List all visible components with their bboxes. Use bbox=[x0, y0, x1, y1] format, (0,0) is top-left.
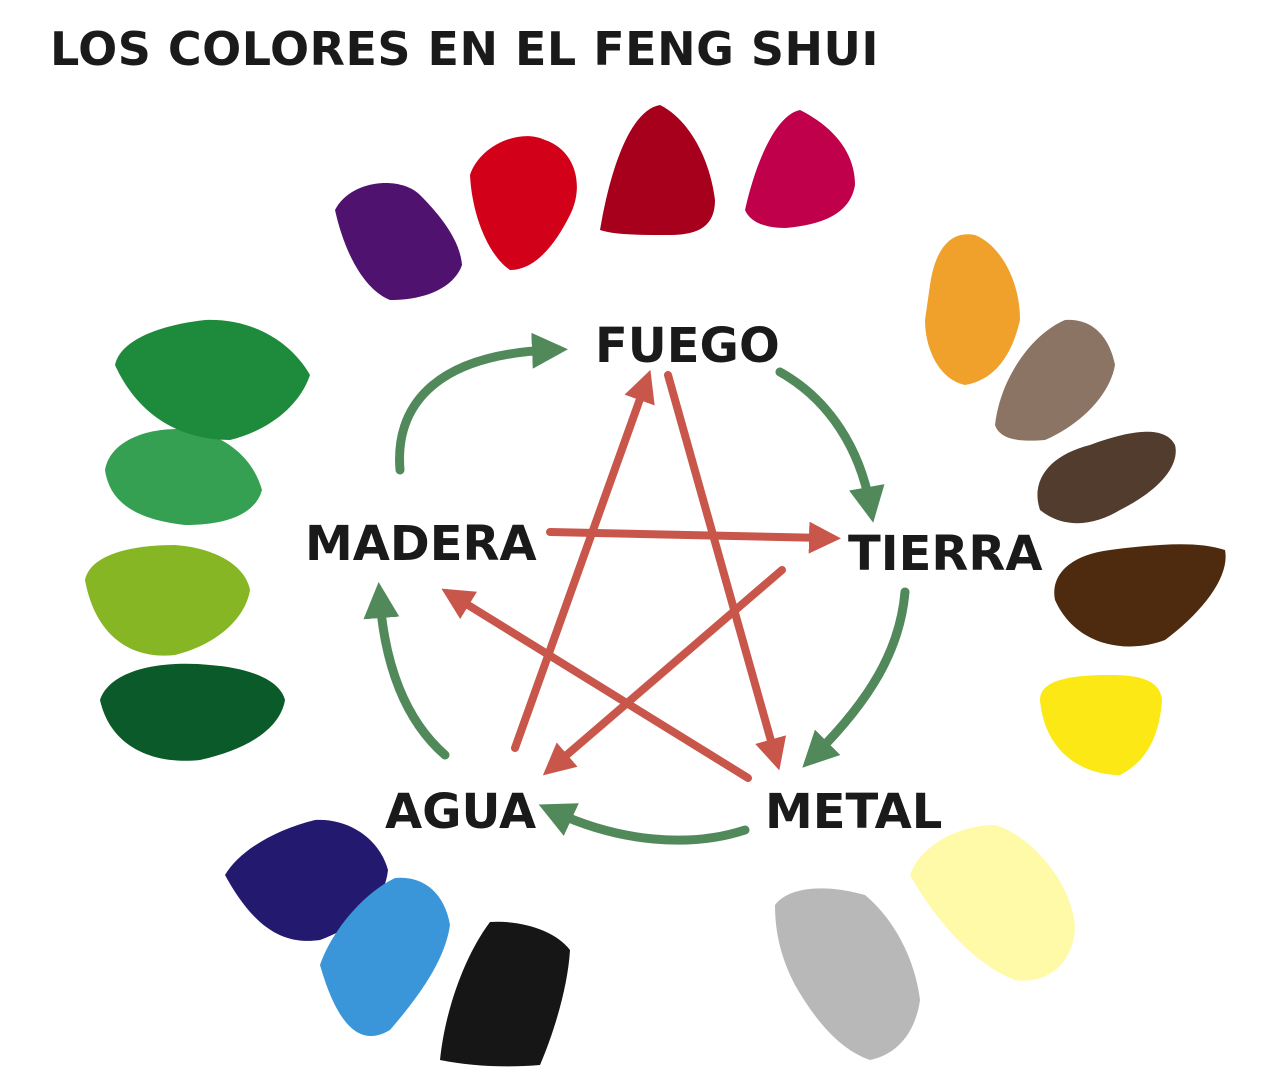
swatch-taupe bbox=[995, 319, 1115, 441]
swatch-yellow bbox=[1040, 675, 1162, 775]
controlling-cycle bbox=[441, 369, 841, 782]
swatch-group-tierra bbox=[925, 234, 1226, 775]
swatch-group-metal bbox=[775, 825, 1075, 1060]
arrow-agua-to-fuego bbox=[511, 369, 655, 752]
swatch-sky-blue bbox=[320, 877, 450, 1037]
arrow-agua-to-madera bbox=[363, 582, 450, 760]
swatch-black bbox=[440, 921, 570, 1067]
swatch-crimson bbox=[745, 110, 855, 228]
label-agua: AGUA bbox=[385, 784, 536, 840]
arrow-metal-to-agua bbox=[538, 803, 750, 845]
swatch-pale-yellow bbox=[910, 825, 1075, 981]
label-fuego: FUEGO bbox=[595, 318, 780, 374]
arrow-madera-to-fuego bbox=[395, 332, 568, 475]
swatch-dark-green bbox=[115, 319, 310, 440]
arrow-metal-to-madera bbox=[441, 588, 752, 782]
swatch-dark-brown bbox=[1037, 431, 1176, 524]
swatch-orange bbox=[925, 234, 1020, 385]
swatch-forest-green bbox=[100, 663, 285, 761]
swatch-brown bbox=[1054, 544, 1226, 647]
label-metal: METAL bbox=[765, 784, 942, 840]
swatch-grey bbox=[775, 888, 920, 1060]
swatch-navy bbox=[225, 819, 388, 941]
label-madera: MADERA bbox=[305, 516, 537, 572]
arrow-tierra-to-agua bbox=[542, 566, 786, 776]
arrow-fuego-to-metal bbox=[664, 371, 787, 771]
swatch-green bbox=[105, 429, 262, 525]
swatch-purple bbox=[335, 183, 462, 300]
swatch-group-fuego bbox=[335, 105, 855, 300]
arrow-fuego-to-tierra bbox=[775, 367, 885, 523]
swatch-lime-green bbox=[85, 545, 250, 656]
swatch-group-agua bbox=[225, 819, 570, 1067]
generating-cycle bbox=[363, 332, 910, 845]
swatch-group-madera bbox=[85, 319, 310, 761]
label-tierra: TIERRA bbox=[848, 526, 1042, 582]
swatch-red bbox=[470, 136, 577, 270]
swatch-dark-red bbox=[600, 105, 715, 235]
page-title: LOS COLORES EN EL FENG SHUI bbox=[50, 22, 879, 76]
arrow-tierra-to-metal bbox=[802, 587, 910, 768]
